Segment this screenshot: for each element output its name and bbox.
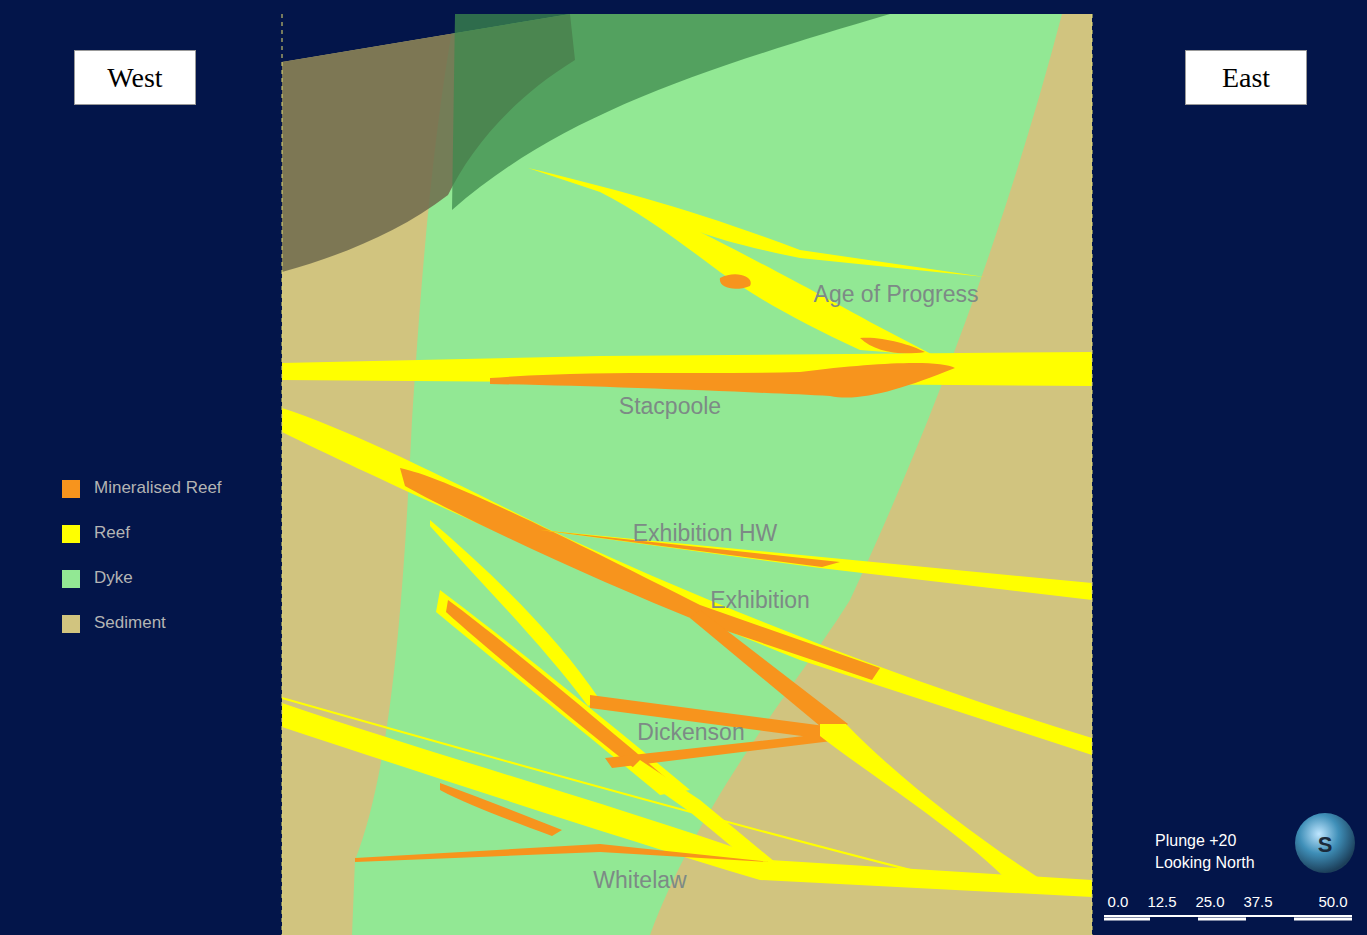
direction-label: East (1222, 62, 1270, 94)
legend-text: Sediment (94, 613, 166, 633)
reef-name: Whitelaw (593, 867, 686, 894)
view-plunge: Plunge +20 (1155, 832, 1236, 850)
scale-value: 50.0 (1318, 893, 1347, 910)
legend-swatch (62, 570, 80, 588)
mineralised-reef (400, 468, 880, 680)
legend-text: Mineralised Reef (94, 478, 222, 498)
reef (528, 168, 985, 356)
compass-box: West (74, 50, 196, 105)
legend-text: Reef (94, 523, 130, 543)
reef-name: Exhibition HW (633, 520, 777, 547)
dyke (352, 14, 1062, 935)
scale-value: 0.0 (1108, 893, 1129, 910)
scale-bar (1104, 916, 1352, 919)
scale-value: 12.5 (1147, 893, 1176, 910)
mineralised-reef (440, 783, 562, 836)
reef (436, 590, 690, 795)
reef (820, 724, 1042, 883)
orientation-globe (1295, 813, 1355, 873)
section-border (282, 14, 283, 935)
reef-name: Dickenson (637, 719, 744, 746)
legend-swatch (62, 615, 80, 633)
mineralised-reef (690, 610, 848, 736)
reef-name: Age of Progress (814, 281, 979, 308)
reef (282, 408, 1092, 755)
view-direction: Looking North (1155, 854, 1255, 872)
legend-text: Dyke (94, 568, 133, 588)
legend-swatch (62, 525, 80, 543)
reef-name: Stacpoole (619, 393, 721, 420)
scale-value: 25.0 (1195, 893, 1224, 910)
reef-name: Exhibition (710, 587, 810, 614)
reef (282, 698, 950, 880)
direction-label: West (107, 62, 162, 94)
reef (540, 530, 1092, 600)
section-border (1092, 14, 1093, 935)
surface-layer (452, 14, 890, 210)
logo-letter: S (1318, 832, 1333, 858)
mineralised-reef (355, 844, 770, 862)
mineralised-reef (490, 363, 955, 397)
sediment (282, 14, 1092, 935)
legend-swatch (62, 480, 80, 498)
compass-box: East (1185, 50, 1307, 105)
scale-value: 37.5 (1243, 893, 1272, 910)
